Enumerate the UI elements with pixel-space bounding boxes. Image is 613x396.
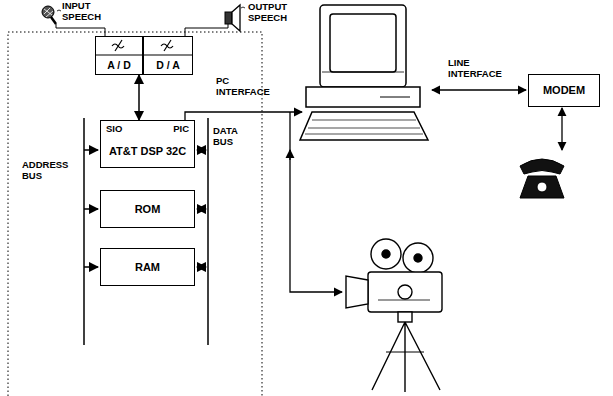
- interface-label: PC INTERFACE: [216, 76, 280, 98]
- signal-label: INPUT SPEECH: [62, 1, 112, 23]
- box-label: A / D: [107, 59, 131, 71]
- port-name: SIO: [106, 124, 122, 135]
- speaker: [185, 5, 245, 36]
- box-label: MODEM: [543, 84, 585, 97]
- box-label: RAM: [135, 261, 160, 274]
- filter-symbols: [95, 40, 193, 55]
- processor-box: SIO PIC AT&T DSP 32C: [100, 120, 195, 168]
- port-name: PIC: [173, 124, 189, 135]
- converter-box: D / A: [143, 36, 193, 75]
- signal-arrow: [138, 75, 140, 120]
- interface-label: LINE INTERFACE: [448, 58, 520, 80]
- bus-lines: [84, 118, 208, 345]
- memory-box: ROM: [100, 190, 195, 228]
- telephone: [520, 159, 564, 198]
- modem-box: MODEM: [528, 74, 600, 107]
- chip-name: AT&T DSP 32C: [109, 145, 186, 158]
- movie-camera: [346, 239, 442, 392]
- memory-box: RAM: [100, 248, 195, 286]
- box-label: D / A: [156, 59, 180, 71]
- converter-box: A / D: [95, 36, 143, 75]
- signal-label: OUTPUT SPEECH: [248, 2, 306, 24]
- box-label: ROM: [135, 203, 161, 216]
- bus-label: ADDRESS BUS: [22, 160, 77, 182]
- computer: [300, 5, 428, 140]
- bus-label: DATA BUS: [213, 126, 247, 148]
